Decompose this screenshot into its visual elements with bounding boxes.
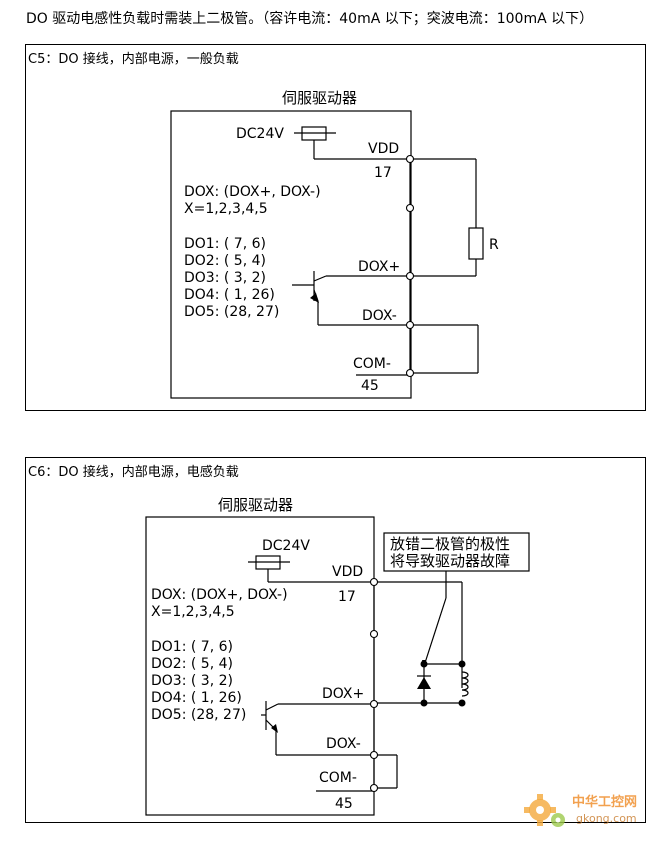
c6-dox-minus-label: DOX- [326,736,361,752]
c6-terminal-mid [369,629,379,639]
c6-do2-pins: DO2: ( 5, 4) [151,656,233,672]
c6-com-label: COM- [319,770,357,786]
c6-wiring-diagram: 伺服驱动器 DC24V VDD 17 DOX: (DOX+, DOX-) X=1… [145,496,530,816]
c5-dox-definition: DOX: (DOX+, DOX-) [184,184,321,200]
c6-drive-title: 伺服驱动器 [218,496,293,514]
watermark-brand: 中华工控网 [572,794,637,810]
c6-terminal-dox-minus [369,750,379,760]
c5-drive-box [170,110,412,399]
c6-panel: C6：DO 接线，内部电源，电感负载 [25,457,646,823]
c5-load-label: R [489,237,499,253]
c6-dox-definition: DOX: (DOX+, DOX-) [151,587,288,603]
c5-dc-label: DC24V [236,126,284,142]
c6-warning-box [383,532,530,572]
c5-do4-pins: DO4: ( 1, 26) [184,287,275,303]
c5-dox-minus-label: DOX- [362,308,397,324]
c5-do1-pins: DO1: ( 7, 6) [184,236,266,252]
c5-vdd-label: VDD [368,141,399,157]
c6-warning-line-2: 将导致驱动器故障 [390,552,510,570]
c6-dc-label: DC24V [262,538,310,554]
c6-inductor-coil [461,671,469,697]
gkong-watermark: 中华工控网 gkong.com [524,794,637,827]
c5-do5-pins: DO5: (28, 27) [184,304,279,320]
c6-dox-plus-label: DOX+ [322,686,364,702]
c5-x-definition: X=1,2,3,4,5 [184,201,268,217]
intro-note: DO 驱动电感性负载时需装上二极管。（容许电流：40mA 以下；突波电流：100… [26,11,594,27]
c5-caption: C5：DO 接线，内部电源，一般负载 [28,52,239,67]
c6-x-definition: X=1,2,3,4,5 [151,604,235,620]
c6-emitter-arrow [271,724,278,733]
c6-terminal-com [369,783,379,793]
c6-com-pin: 45 [335,796,353,812]
c6-do3-pins: DO3: ( 3, 2) [151,673,233,689]
c6-caption: C6：DO 接线，内部电源，电感负载 [28,465,239,480]
c5-do2-pins: DO2: ( 5, 4) [184,253,266,269]
c5-terminal-dox-plus [405,271,415,281]
c5-wiring-diagram: 伺服驱动器 DC24V VDD 17 DOX: (DOX+, DOX-) X=1… [170,89,499,399]
c5-com-pin: 45 [361,378,379,394]
c6-do4-pins: DO4: ( 1, 26) [151,690,242,706]
c5-do3-pins: DO3: ( 3, 2) [184,270,266,286]
c5-emitter-arrow [310,293,319,303]
c6-terminal-dox-plus [369,699,379,709]
c5-terminal-vdd [405,154,415,164]
c6-vdd-pin: 17 [338,589,356,605]
c5-terminal-dox-minus [405,320,415,330]
c5-panel: C5：DO 接线，内部电源，一般负载 [25,44,646,411]
c6-do1-pins: DO1: ( 7, 6) [151,639,233,655]
c5-terminal-mid [405,203,415,213]
c6-diode-triangle [417,677,431,689]
c6-do5-pins: DO5: (28, 27) [151,707,246,723]
c5-resistor [468,227,484,260]
c5-vdd-pin: 17 [374,165,392,181]
c6-warning-line-1: 放错二极管的极性 [390,535,510,553]
c5-terminal-com [405,368,415,378]
c5-dox-plus-label: DOX+ [358,259,400,275]
watermark-url: gkong.com [576,812,637,825]
c6-terminal-vdd [369,577,379,587]
c5-com-label: COM- [353,356,391,372]
c5-drive-title: 伺服驱动器 [282,89,357,107]
gear-icon [524,794,565,827]
c6-vdd-label: VDD [332,564,363,580]
